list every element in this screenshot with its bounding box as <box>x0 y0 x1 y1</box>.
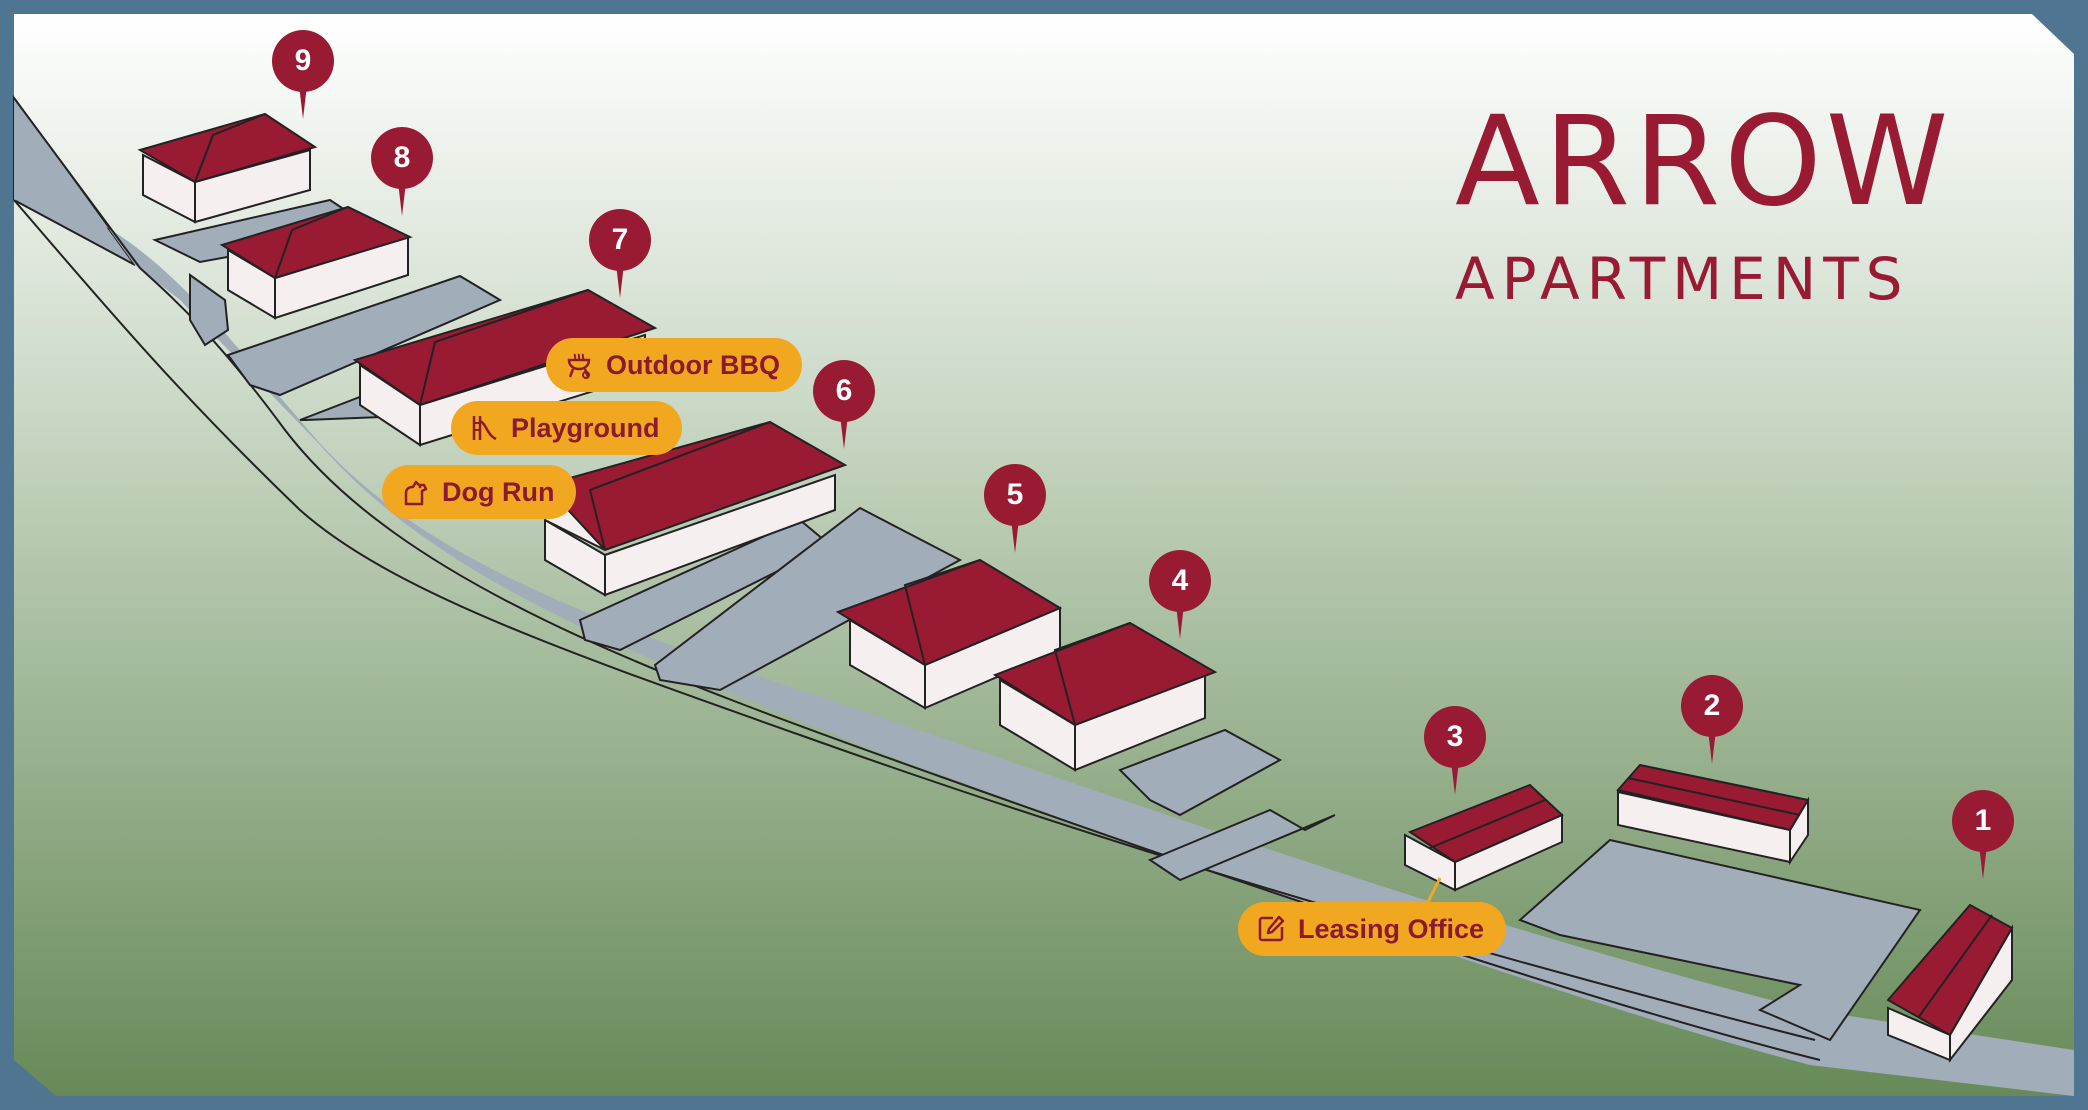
building-5 <box>835 558 1063 710</box>
pin-number: 2 <box>1681 675 1743 737</box>
brand-title: ARROW <box>1455 90 1953 234</box>
amenity-label: Playground <box>511 412 660 443</box>
building-pin-5[interactable]: 5 <box>984 464 1046 554</box>
parking-4 <box>1118 728 1283 817</box>
brand-logo: ARROW APARTMENTS <box>1455 100 1975 308</box>
brand-subtitle: APARTMENTS <box>1455 245 1910 313</box>
grill-icon <box>564 350 594 380</box>
parking-1-2 <box>1518 838 1922 1042</box>
amenity-dog-run[interactable]: Dog Run <box>382 465 577 519</box>
building-pin-4[interactable]: 4 <box>1149 550 1211 640</box>
pin-tail <box>1708 730 1716 764</box>
parking-5 <box>653 506 963 692</box>
pin-number: 6 <box>813 360 875 422</box>
amenity-label: Leasing Office <box>1298 913 1485 944</box>
pin-tail <box>1176 605 1184 639</box>
building-pin-7[interactable]: 7 <box>589 209 651 299</box>
pin-number: 9 <box>272 30 334 92</box>
amenity-label: Outdoor BBQ <box>606 349 780 380</box>
slide-icon <box>469 413 499 443</box>
pin-tail <box>398 182 406 216</box>
pin-number: 3 <box>1424 706 1486 768</box>
amenity-leasing-office[interactable]: Leasing Office <box>1238 902 1507 956</box>
building-2 <box>1616 763 1810 866</box>
building-3 <box>1404 783 1564 892</box>
amenity-playground[interactable]: Playground <box>451 401 682 455</box>
pin-tail <box>1979 845 1987 879</box>
pin-number: 7 <box>589 209 651 271</box>
building-pin-9[interactable]: 9 <box>272 30 334 120</box>
pin-tail <box>299 85 307 119</box>
pin-tail <box>1451 761 1459 795</box>
building-4 <box>992 621 1218 772</box>
building-pin-2[interactable]: 2 <box>1681 675 1743 765</box>
edit-icon <box>1256 914 1286 944</box>
pin-tail <box>1011 519 1019 553</box>
pin-tail <box>616 264 624 298</box>
building-pin-3[interactable]: 3 <box>1424 706 1486 796</box>
building-1 <box>1886 903 2014 1063</box>
pin-number: 1 <box>1952 790 2014 852</box>
building-8 <box>219 205 413 320</box>
amenity-label: Dog Run <box>442 476 555 507</box>
building-9 <box>137 112 318 224</box>
pin-number: 4 <box>1149 550 1211 612</box>
building-pin-1[interactable]: 1 <box>1952 790 2014 880</box>
dog-icon <box>400 477 430 507</box>
pin-number: 5 <box>984 464 1046 526</box>
building-pin-6[interactable]: 6 <box>813 360 875 450</box>
pin-number: 8 <box>371 127 433 189</box>
amenity-outdoor-bbq[interactable]: Outdoor BBQ <box>546 338 802 392</box>
building-6 <box>543 420 848 597</box>
building-pin-8[interactable]: 8 <box>371 127 433 217</box>
pin-tail <box>840 415 848 449</box>
parking-8 <box>226 274 503 397</box>
